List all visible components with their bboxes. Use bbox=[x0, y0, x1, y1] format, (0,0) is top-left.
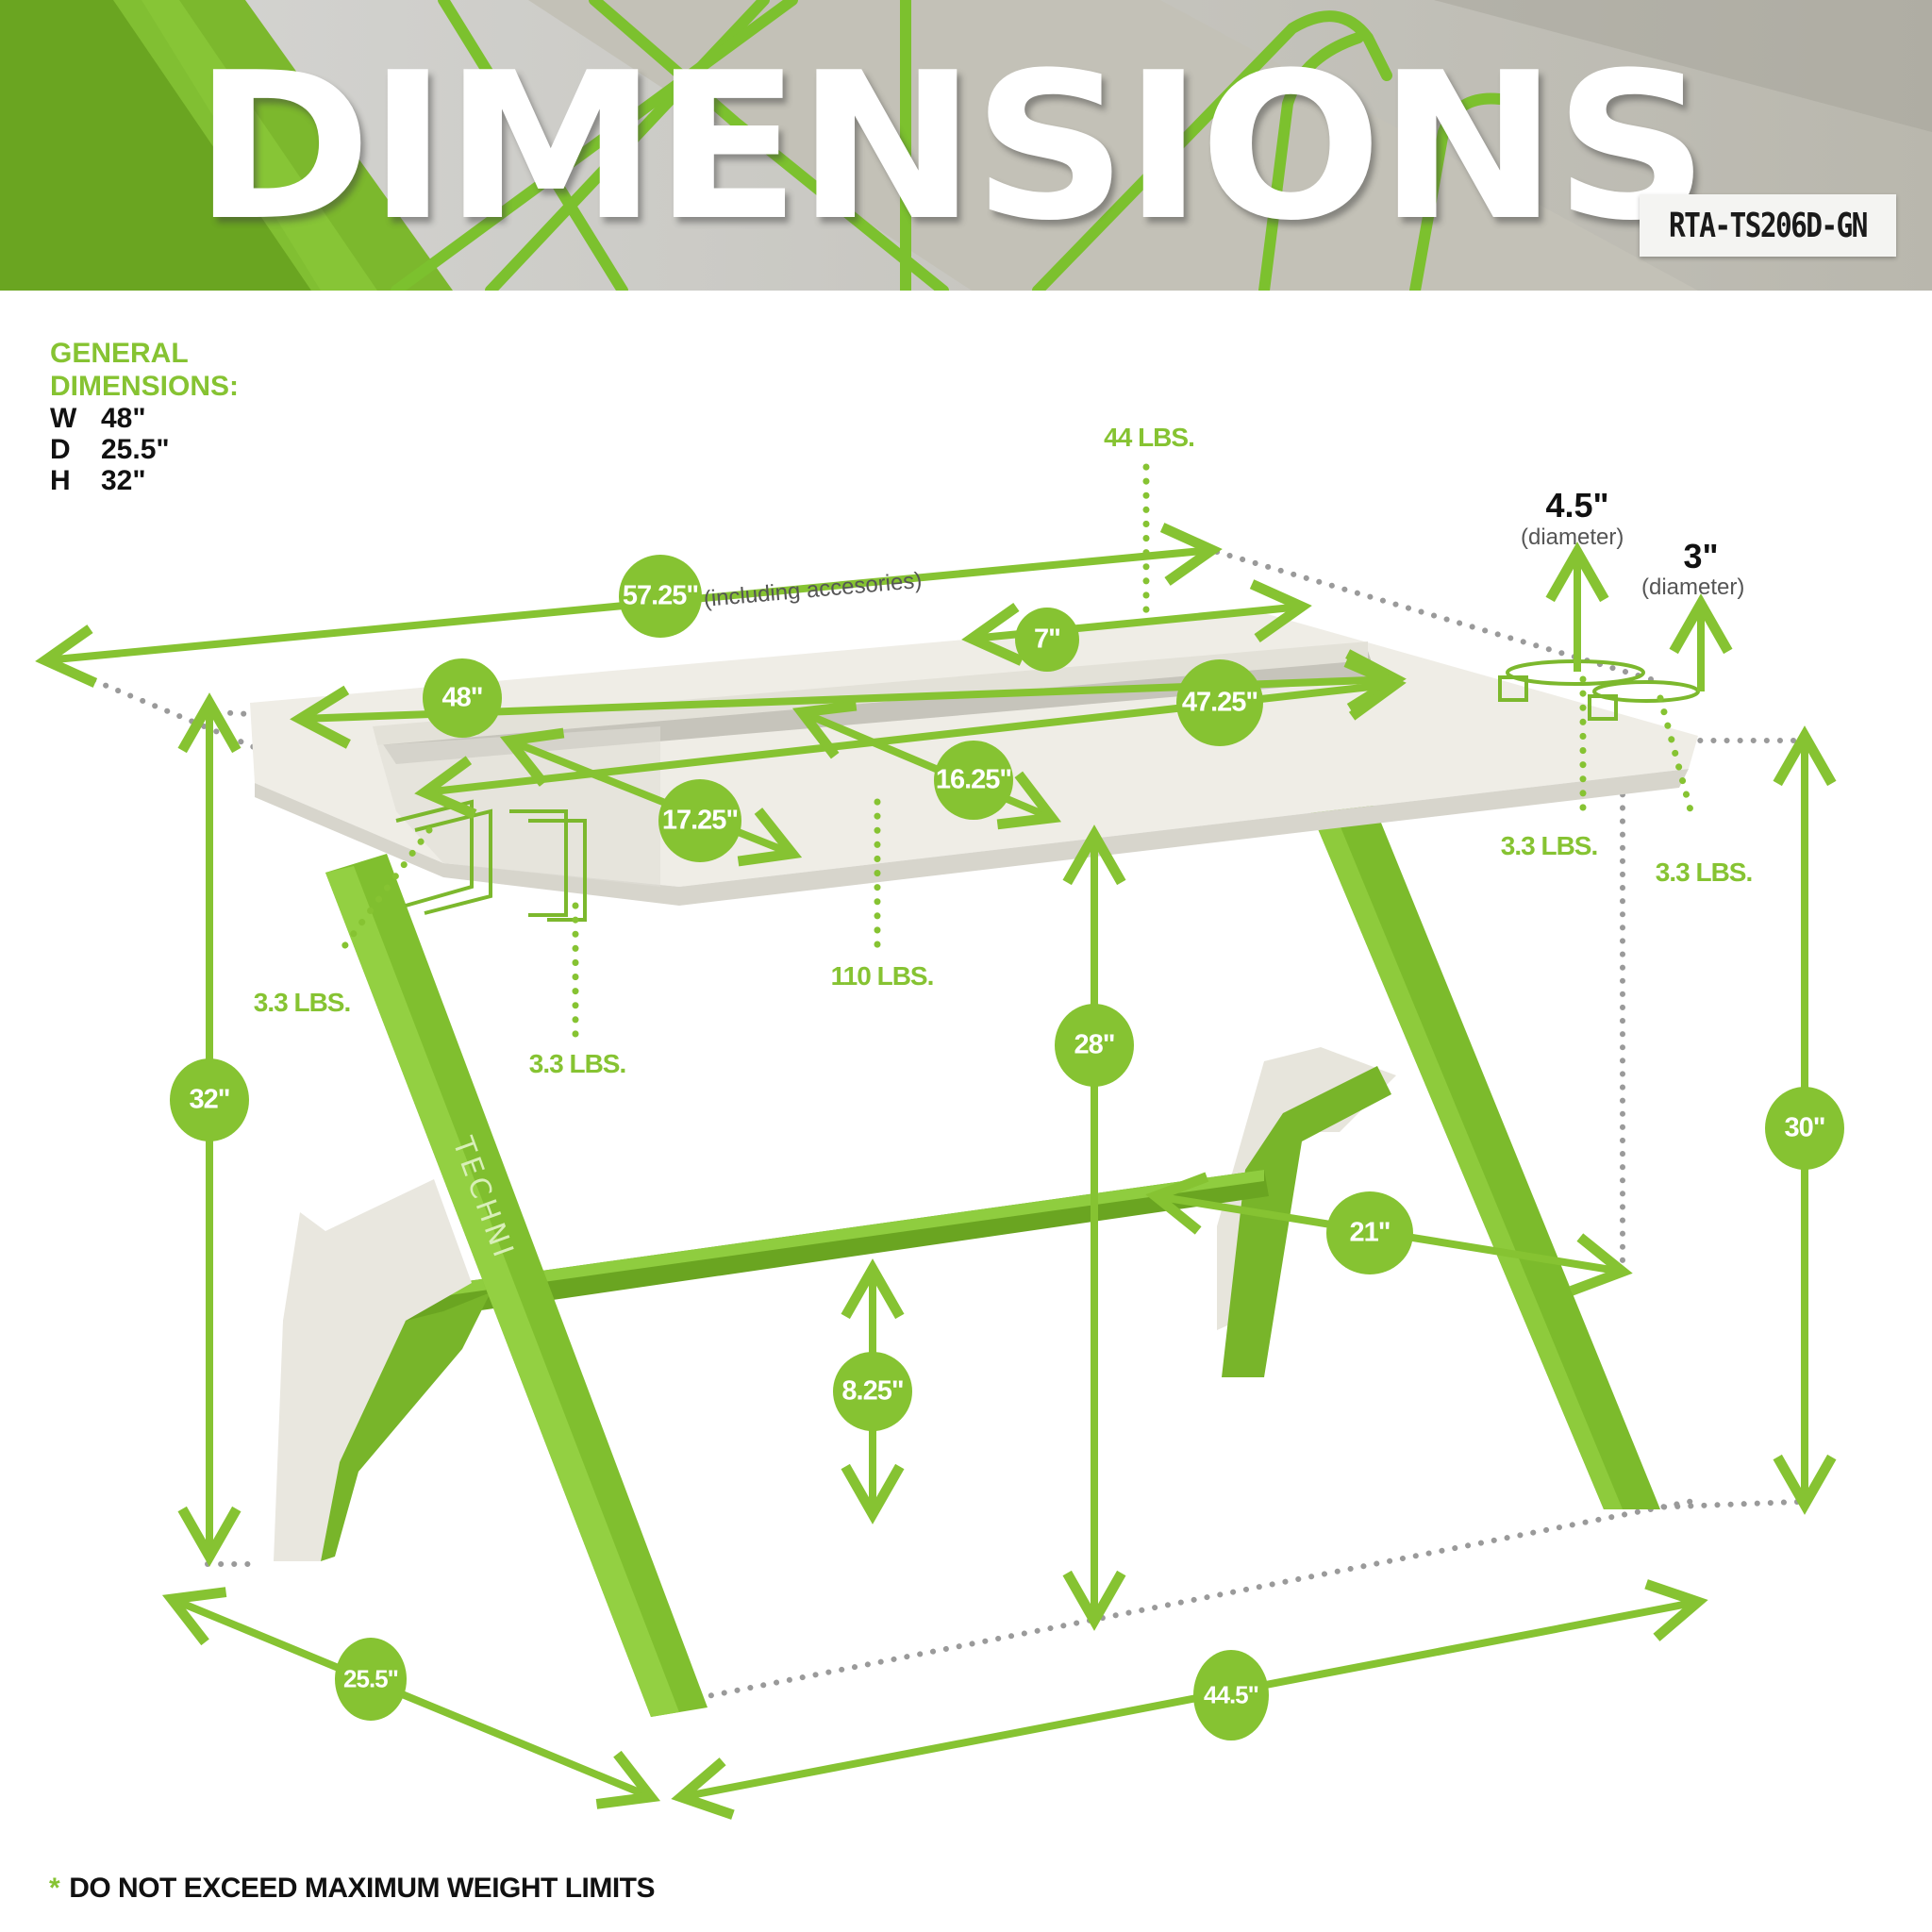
label-back-height: 30" bbox=[1784, 1112, 1825, 1143]
label-overall-height: 32" bbox=[189, 1084, 230, 1115]
dim-base-depth bbox=[161, 1587, 661, 1809]
badge-shelf-depth bbox=[1015, 608, 1079, 672]
label-desktop-width: 48" bbox=[441, 682, 483, 713]
dim-center-depth bbox=[791, 700, 1062, 830]
weight-left-hook-2: 3.3 LBS. bbox=[528, 1049, 626, 1078]
label-left-depth: 17.25" bbox=[661, 805, 739, 836]
dimension-key: D bbox=[50, 434, 71, 465]
page-title: DIMENSIONS bbox=[193, 28, 1709, 265]
desk-diagram: TECHNI bbox=[35, 463, 1844, 1820]
header-banner: DIMENSIONS RTA-TS206D-GN bbox=[0, 0, 1932, 291]
cup-small-size: 3" bbox=[1683, 537, 1719, 575]
badge-crossbar-height bbox=[833, 1352, 912, 1431]
dimension-row-depth: D 25.5" bbox=[50, 434, 239, 465]
weight-monitor-shelf: 44 LBS. bbox=[1104, 423, 1195, 452]
label-crossbar-height: 8.25" bbox=[841, 1375, 904, 1407]
model-number-badge: RTA-TS206D-GN bbox=[1640, 194, 1896, 257]
label-shelf-depth: 7" bbox=[1034, 624, 1061, 655]
badge-leg-span bbox=[1326, 1191, 1413, 1274]
badge-back-height bbox=[1765, 1087, 1844, 1170]
cup-large-label: (diameter) bbox=[1521, 525, 1624, 550]
label-desk-height: 28" bbox=[1074, 1029, 1115, 1060]
weight-cup-holder-small: 3.3 LBS. bbox=[1655, 858, 1753, 887]
warning-bullet: * bbox=[49, 1873, 60, 1904]
weight-cup-holder-large: 3.3 LBS. bbox=[1500, 831, 1598, 860]
badge-desktop-width bbox=[423, 658, 502, 738]
cup-large-size: 4.5" bbox=[1545, 486, 1609, 525]
weight-warning: * DO NOT EXCEED MAXIMUM WEIGHT LIMITS bbox=[49, 1873, 656, 1905]
dim-left-depth bbox=[499, 727, 803, 867]
badge-left-depth bbox=[658, 779, 741, 862]
warning-text: DO NOT EXCEED MAXIMUM WEIGHT LIMITS bbox=[69, 1873, 656, 1904]
label-overall-width: 57.25" bbox=[622, 580, 699, 611]
dimension-value: 32" bbox=[101, 465, 146, 496]
dimension-key: H bbox=[50, 465, 71, 496]
weight-left-hook-1: 3.3 LBS. bbox=[253, 988, 351, 1017]
dimension-row-width: W 48" bbox=[50, 403, 239, 434]
weight-desktop: 110 LBS. bbox=[830, 961, 935, 991]
cup-small-label: (diameter) bbox=[1641, 575, 1745, 600]
label-center-depth: 16.25" bbox=[935, 764, 1012, 795]
general-heading-line1: GENERAL bbox=[50, 338, 189, 369]
banner-background bbox=[0, 0, 1932, 291]
badge-base-depth bbox=[335, 1638, 407, 1721]
badge-center-depth bbox=[934, 741, 1013, 820]
model-number: RTA-TS206D-GN bbox=[1669, 206, 1868, 245]
weight-leaders bbox=[336, 463, 1697, 1041]
label-base-width: 44.5" bbox=[1204, 1680, 1259, 1709]
dimension-key: W bbox=[50, 403, 77, 434]
badge-overall-height bbox=[170, 1058, 249, 1141]
label-leg-span: 21" bbox=[1349, 1217, 1391, 1248]
general-heading-line2: DIMENSIONS: bbox=[50, 371, 240, 402]
label-shelf-width: 47.25" bbox=[1181, 687, 1258, 718]
dimension-value: 25.5" bbox=[101, 434, 170, 465]
dimension-value: 48" bbox=[101, 403, 146, 434]
desk-frame: TECHNI bbox=[274, 802, 1660, 1717]
dimension-row-height: H 32" bbox=[50, 465, 239, 496]
badge-desk-height bbox=[1055, 1004, 1134, 1087]
badge-overall-width bbox=[619, 555, 702, 638]
dim-base-width bbox=[671, 1579, 1708, 1820]
badge-shelf-width bbox=[1176, 659, 1263, 746]
label-base-depth: 25.5" bbox=[343, 1664, 399, 1693]
badge-base-width bbox=[1193, 1650, 1269, 1740]
general-dimensions-panel: GENERAL DIMENSIONS: W 48" D 25.5" H 32" bbox=[50, 337, 239, 496]
